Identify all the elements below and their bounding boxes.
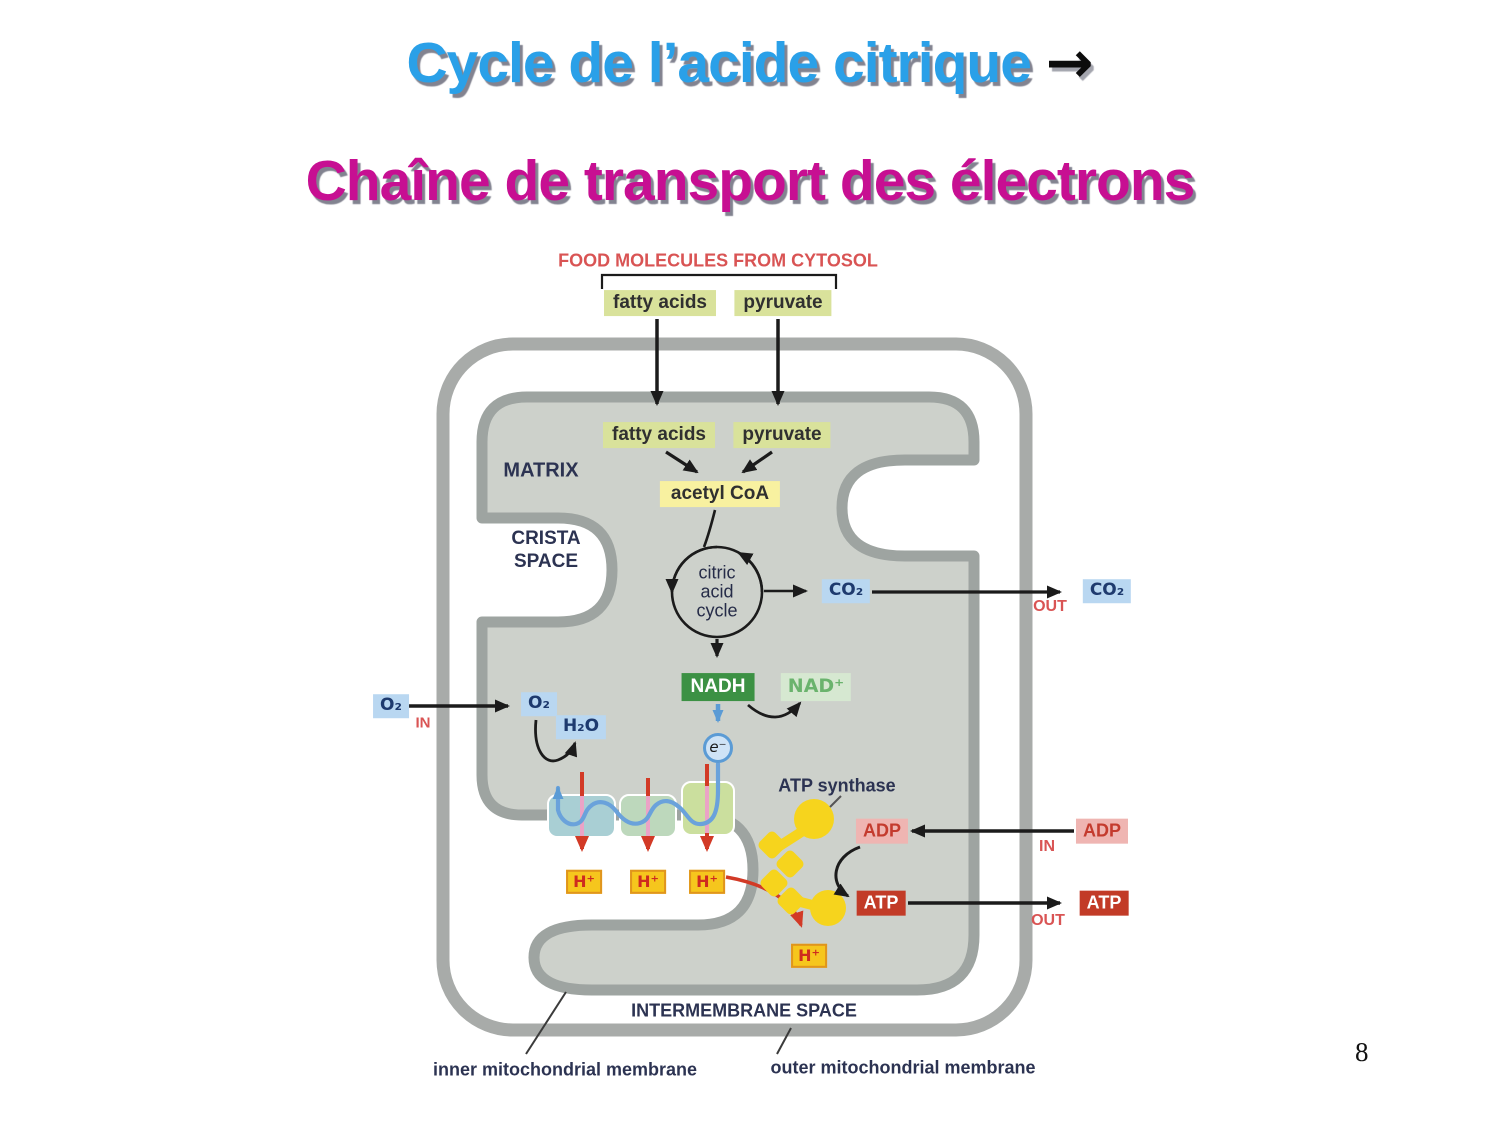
crista-space-label: CRISTA SPACE — [511, 528, 581, 572]
slide-title-line1: Cycle de l’acide citrique → — [0, 30, 1500, 96]
adp-matrix-box: ADP — [855, 818, 909, 844]
h-plus-box-2: H⁺ — [630, 869, 666, 895]
food-molecules-bracket — [600, 273, 838, 289]
adp-outside-box: ADP — [1075, 818, 1129, 844]
outer-mitochondrial-membrane — [436, 337, 1033, 1037]
intermembrane-space-label: INTERMEMBRANE SPACE — [631, 1000, 857, 1021]
matrix-label: MATRIX — [503, 459, 579, 482]
fatty-acids-matrix-box: fatty acids — [603, 422, 715, 448]
cytosol-import-arrows — [650, 319, 785, 406]
co2-out-label: OUT — [1033, 597, 1067, 615]
acetyl-to-cycle-link — [702, 509, 717, 548]
acetyl-coa-arrows — [665, 450, 773, 474]
food-molecules-header: FOOD MOLECULES FROM CYTOSOL — [558, 250, 878, 271]
pyruvate-cytosol-box: pyruvate — [734, 290, 832, 316]
h-plus-box-3: H⁺ — [689, 869, 725, 895]
membrane-leader-lines — [525, 991, 792, 1055]
title-citric-cycle-text: Cycle de l’acide citrique — [406, 31, 1031, 95]
o2-matrix-box: O₂ — [521, 692, 557, 716]
atp-synthase-leader-line — [829, 795, 842, 808]
o2-in-label: IN — [415, 714, 431, 732]
atp-exported-box: ATP — [1079, 890, 1129, 916]
atp-synthase — [758, 799, 846, 926]
adp-to-atp-arrow — [833, 845, 861, 898]
atp-out-label: OUT — [1031, 911, 1065, 929]
o2-outside-box: O₂ — [373, 694, 409, 718]
nadh-box: NADH — [681, 673, 755, 701]
fatty-acids-cytosol-box: fatty acids — [604, 290, 716, 316]
h-plus-box-1: H⁺ — [566, 869, 602, 895]
page-number: 8 — [1355, 1037, 1369, 1067]
citric-acid-cycle-label: citric acid cycle — [696, 562, 738, 621]
co2-matrix-box: CO₂ — [821, 579, 871, 603]
o2-to-h2o-arrow — [534, 719, 578, 763]
atp-synthase-label: ATP synthase — [778, 775, 896, 796]
electron-flow-path — [552, 761, 721, 827]
h-plus-box-4: H⁺ — [791, 943, 827, 969]
atp-matrix-box: ATP — [856, 890, 906, 916]
slide-title-line2: Chaîne de transport des électrons — [305, 149, 1196, 213]
citric-acid-cycle-circle — [665, 545, 764, 639]
electron-badge: e⁻ — [703, 733, 733, 763]
acetyl-coa-box: acetyl CoA — [659, 481, 781, 507]
pyruvate-matrix-box: pyruvate — [733, 422, 831, 448]
h2o-box: H₂O — [555, 715, 607, 739]
title-arrow-icon: → — [1045, 30, 1094, 96]
inner-membrane-label: inner mitochondrial membrane — [432, 1059, 698, 1080]
co2-exported-box: CO₂ — [1082, 579, 1132, 603]
nad-plus-box: NAD⁺ — [780, 673, 852, 701]
outer-membrane-label: outer mitochondrial membrane — [770, 1057, 1036, 1078]
adp-in-label: IN — [1039, 837, 1055, 855]
nadh-to-nad-arrow — [747, 701, 802, 719]
